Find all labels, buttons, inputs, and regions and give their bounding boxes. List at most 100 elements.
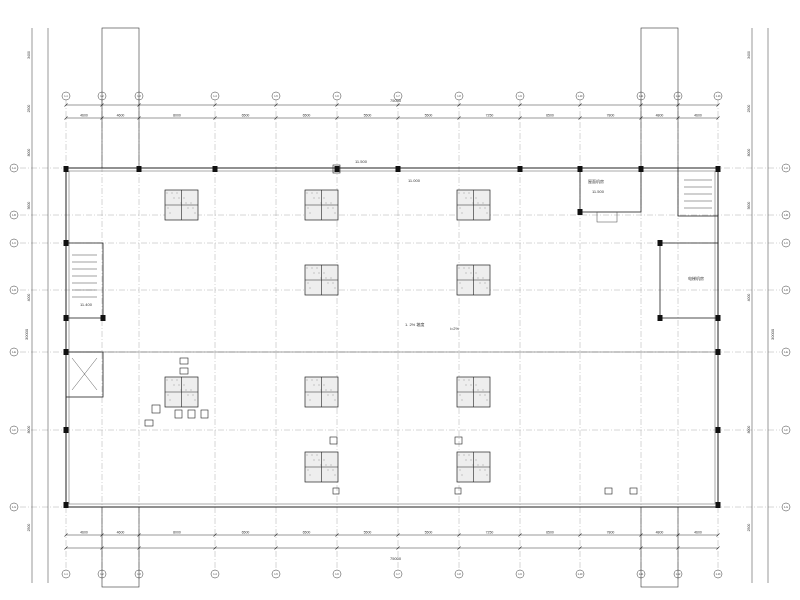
skylight-hatch bbox=[169, 212, 171, 214]
skylight-hatch bbox=[194, 399, 196, 401]
skylight-hatch bbox=[330, 389, 332, 391]
skylight-hatch bbox=[463, 267, 465, 269]
skylight-hatch bbox=[167, 394, 169, 396]
skylight-hatch bbox=[311, 454, 313, 456]
axis-bubble bbox=[713, 91, 723, 101]
axis-label: 1-12 bbox=[676, 95, 681, 98]
skylight-hatch bbox=[482, 464, 484, 466]
dimension-tick bbox=[213, 533, 217, 537]
skylight-hatch bbox=[306, 192, 308, 194]
dimension-tick bbox=[64, 116, 68, 120]
axis-bubble bbox=[332, 91, 342, 101]
axis-label: 1-C bbox=[784, 242, 788, 245]
skylight-hatch bbox=[486, 399, 488, 401]
axis-bubble bbox=[9, 163, 19, 173]
skylight-hatch bbox=[311, 379, 313, 381]
skylight-hatch bbox=[190, 202, 192, 204]
dimension-value: 4600 bbox=[694, 531, 702, 535]
column bbox=[577, 166, 583, 172]
axis-bubble bbox=[9, 238, 19, 248]
axis-label: 1-1 bbox=[64, 573, 68, 576]
column bbox=[100, 315, 106, 321]
column bbox=[212, 166, 218, 172]
axis-bubble bbox=[575, 569, 585, 579]
skylight-hatch bbox=[306, 267, 308, 269]
skylight-hatch bbox=[318, 459, 320, 461]
axis-label: 1-12 bbox=[676, 573, 681, 576]
dimension-value: 3400 bbox=[27, 51, 31, 59]
skylight bbox=[456, 189, 491, 221]
axis-label: 1-13 bbox=[716, 95, 721, 98]
skylight-hatch bbox=[167, 207, 169, 209]
dimension-tick bbox=[396, 103, 400, 107]
skylight-mullion bbox=[165, 377, 198, 407]
skylight-hatch bbox=[323, 197, 325, 199]
skylight-hatch bbox=[325, 277, 327, 279]
axis-bubble bbox=[271, 569, 281, 579]
dimension-tick bbox=[64, 533, 68, 537]
skylight-hatch bbox=[318, 384, 320, 386]
skylight-hatch bbox=[458, 379, 460, 381]
skylight-hatch bbox=[313, 459, 315, 461]
skylight-hatch bbox=[318, 197, 320, 199]
room-label: 屋面机房 bbox=[588, 178, 604, 184]
column bbox=[63, 166, 69, 172]
axis-label: 1-9 bbox=[518, 95, 522, 98]
skylight-hatch bbox=[192, 394, 194, 396]
skylight-hatch bbox=[461, 399, 463, 401]
column bbox=[517, 166, 523, 172]
dimension-tick bbox=[716, 103, 720, 107]
skylight bbox=[456, 264, 491, 296]
skylight-hatch bbox=[313, 384, 315, 386]
dimension-value: 8000 bbox=[747, 426, 751, 434]
skylight-hatch bbox=[307, 282, 309, 284]
dimension-value: 2500 bbox=[747, 524, 751, 532]
column bbox=[657, 315, 663, 321]
column bbox=[63, 240, 69, 246]
skylight-hatch bbox=[334, 212, 336, 214]
axis-label: 1-10 bbox=[578, 95, 583, 98]
skylight bbox=[164, 189, 199, 221]
skylight-hatch bbox=[178, 384, 180, 386]
room-door bbox=[596, 211, 618, 223]
skylight-hatch bbox=[166, 379, 168, 381]
skylight-hatch bbox=[178, 197, 180, 199]
axis-bubble bbox=[713, 569, 723, 579]
axis-label: 1-6 bbox=[335, 95, 339, 98]
column bbox=[715, 166, 721, 172]
skylight-hatch bbox=[307, 207, 309, 209]
column bbox=[715, 349, 721, 355]
right-stair bbox=[677, 167, 719, 217]
column bbox=[63, 502, 69, 508]
column bbox=[715, 427, 721, 433]
dimension-tick bbox=[335, 103, 339, 107]
total-length-bottom: 75000 bbox=[390, 556, 402, 561]
skylight-hatch bbox=[475, 459, 477, 461]
skylight-hatch bbox=[461, 287, 463, 289]
skylight-hatch bbox=[320, 277, 322, 279]
dimension-tick bbox=[396, 116, 400, 120]
axis-label: 1-7 bbox=[396, 95, 400, 98]
axis-label: 1-4 bbox=[213, 573, 217, 576]
skylight-hatch bbox=[327, 469, 329, 471]
skylight-hatch bbox=[486, 287, 488, 289]
dimension-value: 6500 bbox=[546, 114, 554, 118]
skylight-hatch bbox=[323, 272, 325, 274]
skylight-hatch bbox=[465, 459, 467, 461]
dimension-tick bbox=[518, 116, 522, 120]
skylight-hatch bbox=[461, 212, 463, 214]
dimension-value: 4800 bbox=[656, 531, 664, 535]
skylight-hatch bbox=[183, 197, 185, 199]
skylight-hatch bbox=[459, 394, 461, 396]
skylight-mullion bbox=[457, 265, 490, 295]
skylight-hatch bbox=[187, 207, 189, 209]
skylight-hatch bbox=[173, 197, 175, 199]
skylight-hatch bbox=[458, 267, 460, 269]
skylight-hatch bbox=[183, 384, 185, 386]
skylight-hatch bbox=[472, 464, 474, 466]
skylight bbox=[304, 451, 339, 483]
dimension-value: 7250 bbox=[486, 531, 494, 535]
skylight-hatch bbox=[475, 197, 477, 199]
axis-bubble bbox=[210, 569, 220, 579]
skylight-hatch bbox=[316, 379, 318, 381]
